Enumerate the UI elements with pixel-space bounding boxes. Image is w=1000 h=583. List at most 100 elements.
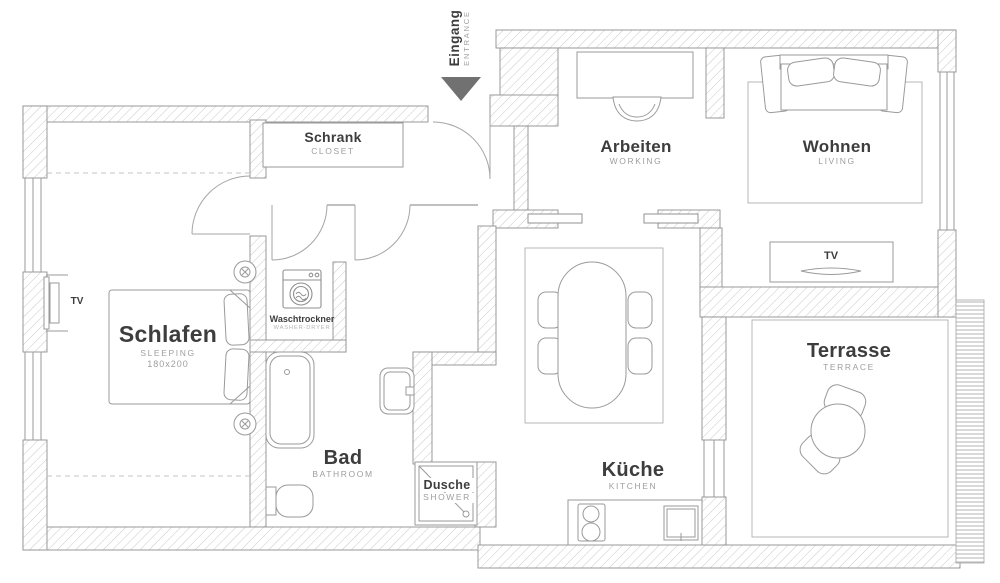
closet-name: Schrank	[304, 129, 362, 145]
window-bedroom-lower	[24, 351, 42, 441]
bed-pillow-top	[223, 293, 250, 346]
wall-top-right	[495, 29, 957, 49]
wall-washer-strip	[332, 261, 347, 353]
living-name: Wohnen	[802, 137, 872, 156]
desk-chair	[612, 96, 662, 122]
bathroom-name: Bad	[323, 447, 363, 469]
wall-shower-east	[474, 461, 497, 528]
shower-label: Dusche SHOWER	[420, 478, 474, 503]
doors	[191, 121, 699, 261]
cooktop	[577, 503, 606, 542]
wall-left-bottom	[22, 439, 48, 551]
entrance-name: Eingang	[447, 9, 463, 67]
tv-screen-bedroom	[43, 276, 50, 330]
dining-chair	[627, 291, 653, 329]
dining-rug	[524, 247, 664, 424]
bathroom-label: Bad BATHROOM	[312, 447, 373, 480]
sofa	[760, 54, 908, 114]
window-bedroom-upper	[24, 177, 42, 273]
tv-label-living: TV	[823, 250, 839, 262]
entrance-name-en: ENTRANCE	[462, 10, 472, 66]
closet-name-en: CLOSET	[311, 145, 355, 156]
working-name-en: WORKING	[609, 156, 663, 167]
bathtub	[265, 351, 315, 449]
terrace-railing	[955, 299, 985, 564]
wall-left-pier	[22, 271, 48, 353]
wall-light-top	[233, 260, 257, 284]
closet-label: Schrank CLOSET	[304, 129, 362, 156]
wall-right-mid	[937, 229, 957, 318]
kitchen-counter	[567, 499, 703, 546]
bedroom-name: Schlafen	[118, 321, 218, 347]
window-kitchen-terrace	[703, 439, 725, 498]
windows	[24, 71, 955, 498]
living-label: Wohnen LIVING	[803, 137, 872, 167]
terrace-label: Terrasse TERRACE	[807, 340, 891, 373]
dining-set	[524, 247, 664, 424]
shower-name: Dusche	[420, 478, 474, 492]
closet-outline	[262, 122, 404, 168]
shower-name-en: SHOWER	[420, 492, 474, 503]
bedroom-label: Schlafen SLEEPING 180x200	[118, 321, 218, 370]
wall-left-top	[22, 105, 48, 179]
wall-bath-kitchen-upper	[477, 225, 497, 359]
bathroom-door-left	[271, 204, 328, 261]
kitchen-sink	[663, 505, 699, 541]
wall-kitchen-east-upper	[699, 227, 723, 291]
soundbar	[800, 267, 862, 275]
bedroom-name-en: SLEEPING	[140, 347, 196, 358]
bathroom-door-right	[354, 204, 411, 261]
wall-working-living-stub	[705, 47, 725, 119]
entrance-arrow-icon	[441, 77, 481, 101]
working-name: Arbeiten	[600, 137, 672, 156]
living-furniture	[747, 54, 923, 283]
washer-name: Waschtrockner	[269, 314, 335, 324]
wall-entry-block	[489, 94, 559, 127]
wall-kitchen-terrace-bottom	[701, 496, 727, 546]
terrace-name-en: TERRACE	[823, 362, 875, 373]
entrance-label: Eingang ENTRANCE	[438, 0, 482, 83]
wall-top-left	[22, 105, 429, 123]
wall-living-terrace	[699, 286, 957, 318]
washer-label: Waschtrockner WASHER-DRYER	[270, 314, 335, 332]
terrace-furniture	[751, 319, 949, 538]
window-living-right	[939, 71, 955, 231]
working-furniture	[576, 51, 694, 122]
wall-light-bottom	[233, 412, 257, 436]
terrace-table	[810, 403, 866, 459]
entrance-door	[432, 121, 491, 180]
kitchen-label: Küche KITCHEN	[602, 459, 665, 492]
wall-bottom-right	[477, 544, 961, 569]
dining-chair	[627, 337, 653, 375]
bed	[108, 289, 251, 405]
ceiling-slope-lines	[47, 172, 250, 477]
kitchen-name-en: KITCHEN	[608, 481, 658, 492]
wall-bottom-left	[22, 526, 481, 551]
working-label: Arbeiten WORKING	[600, 137, 671, 167]
tv-wall-mount-bedroom	[43, 274, 68, 332]
bedroom-bed-size: 180x200	[147, 359, 189, 370]
wall-bath-east	[412, 351, 433, 465]
living-name-en: LIVING	[818, 156, 856, 167]
bedroom-door	[191, 175, 251, 235]
wall-entry-pier	[499, 47, 559, 99]
sliding-door-left	[527, 213, 583, 224]
bathroom-name-en: BATHROOM	[312, 469, 374, 480]
washer-dryer-icon	[282, 269, 322, 309]
wall-hall-stub	[513, 125, 529, 213]
sink	[379, 367, 415, 415]
tv-label-bedroom: TV	[70, 296, 84, 307]
wall-kitchen-terrace-top	[701, 316, 727, 441]
terrace-floor-outline	[751, 319, 949, 538]
sliding-door-right	[643, 213, 699, 224]
desk	[576, 51, 694, 99]
tv-sideboard	[769, 241, 894, 283]
bedroom-furniture	[43, 260, 257, 436]
wall-right-top	[937, 29, 957, 73]
wall-washer-band	[249, 339, 347, 353]
bed-pillow-bottom	[223, 348, 250, 401]
toilet	[265, 484, 314, 518]
terrace-name: Terrasse	[806, 340, 892, 362]
